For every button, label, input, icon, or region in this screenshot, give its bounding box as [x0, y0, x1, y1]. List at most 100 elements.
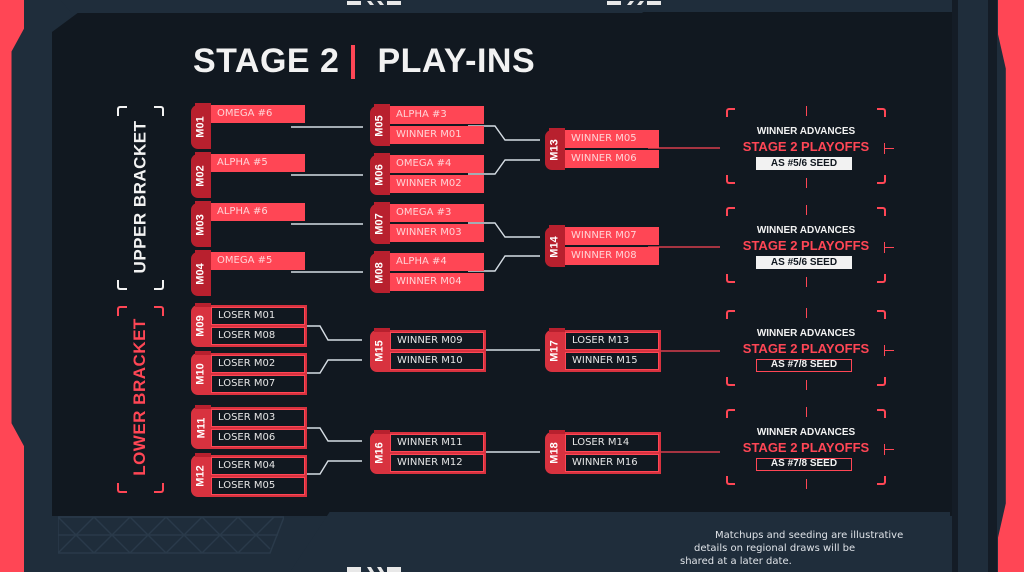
team-slot[interactable]: LOSER M04	[211, 457, 305, 475]
team-slot[interactable]: OMEGA #4	[390, 155, 484, 173]
lower-bracket-label: LOWER BRACKET	[130, 318, 150, 476]
match-id-tag: M16	[370, 430, 390, 474]
match-id-tag: M17	[545, 328, 565, 372]
match-m05[interactable]: M05 ALPHA #3 WINNER M01	[370, 104, 484, 146]
match-id-tag: M13	[545, 128, 565, 170]
team-slot[interactable]: WINNER M06	[565, 150, 659, 168]
team-slot[interactable]: WINNER M12	[390, 454, 484, 472]
match-id-tag: M15	[370, 328, 390, 372]
upper-corner-tr	[154, 106, 164, 116]
lower-corner-br	[154, 483, 164, 493]
team-slot[interactable]: WINNER M16	[565, 454, 659, 472]
team-slot[interactable]: OMEGA #5	[211, 252, 305, 270]
playoffs-text: STAGE 2 PLAYOFFS	[742, 238, 870, 253]
team-slot[interactable]: LOSER M08	[211, 327, 305, 345]
match-m06[interactable]: M06 OMEGA #4 WINNER M02	[370, 153, 484, 195]
upper-bracket-label: UPPER BRACKET	[130, 120, 149, 274]
team-slot[interactable]: LOSER M01	[211, 307, 305, 325]
winner-advances-text: WINNER ADVANCES	[756, 126, 856, 137]
upper-corner-tl	[117, 106, 127, 116]
team-slot[interactable]: ALPHA #5	[211, 154, 305, 172]
team-slot[interactable]: WINNER M05	[565, 130, 659, 148]
seed-badge: AS #5/6 SEED	[756, 256, 852, 269]
advance-box-3: WINNER ADVANCES STAGE 2 PLAYOFFS AS #7/8…	[726, 308, 894, 390]
match-id-tag: M18	[545, 430, 565, 474]
team-slot[interactable]: WINNER M04	[390, 273, 484, 291]
match-id-tag: M02	[191, 152, 211, 198]
match-m04[interactable]: M04 OMEGA #5	[191, 250, 305, 296]
match-id-tag: M05	[370, 104, 390, 146]
match-id-tag: M11	[191, 405, 211, 449]
match-m08[interactable]: M08 ALPHA #4 WINNER M04	[370, 251, 484, 293]
seed-badge: AS #7/8 SEED	[756, 458, 852, 471]
match-id-tag: M09	[191, 303, 211, 347]
top-slash-marks	[347, 1, 401, 5]
playoffs-text: STAGE 2 PLAYOFFS	[742, 440, 870, 455]
team-slot[interactable]: WINNER M09	[390, 332, 484, 350]
right-frame-strip	[958, 0, 988, 572]
lower-corner-tr	[154, 306, 164, 316]
team-slot[interactable]: WINNER M15	[565, 352, 659, 370]
team-slot[interactable]: WINNER M01	[390, 126, 484, 144]
team-slot[interactable]: WINNER M11	[390, 434, 484, 452]
match-id-tag: M06	[370, 153, 390, 195]
team-slot[interactable]: OMEGA #3	[390, 204, 484, 222]
team-slot[interactable]: LOSER M14	[565, 434, 659, 452]
team-slot[interactable]: LOSER M07	[211, 375, 305, 393]
page-title: STAGE 2 PLAY-INS	[193, 42, 535, 81]
team-slot[interactable]: ALPHA #3	[390, 106, 484, 124]
team-slot[interactable]: LOSER M02	[211, 355, 305, 373]
team-slot[interactable]: LOSER M05	[211, 477, 305, 495]
team-slot[interactable]: ALPHA #4	[390, 253, 484, 271]
match-id-tag: M08	[370, 251, 390, 293]
winner-advances-text: WINNER ADVANCES	[756, 427, 856, 438]
match-id-tag: M14	[545, 225, 565, 267]
match-m03[interactable]: M03 ALPHA #6	[191, 201, 305, 247]
upper-corner-bl	[117, 280, 127, 290]
triangle-pattern-decoration	[58, 516, 284, 554]
upper-corner-br	[154, 280, 164, 290]
team-slot[interactable]: WINNER M10	[390, 352, 484, 370]
match-id-tag: M01	[191, 103, 211, 149]
top-slash-marks-right	[607, 1, 661, 5]
team-slot[interactable]: LOSER M03	[211, 409, 305, 427]
playoffs-text: STAGE 2 PLAYOFFS	[742, 139, 870, 154]
seed-badge: AS #7/8 SEED	[756, 359, 852, 372]
match-id-tag: M03	[191, 201, 211, 247]
match-m01[interactable]: M01 OMEGA #6	[191, 103, 305, 149]
team-slot[interactable]: ALPHA #6	[211, 203, 305, 221]
advance-box-1: WINNER ADVANCES STAGE 2 PLAYOFFS AS #5/6…	[726, 106, 894, 188]
match-id-tag: M10	[191, 351, 211, 395]
lower-corner-tl	[117, 306, 127, 316]
match-m02[interactable]: M02 ALPHA #5	[191, 152, 305, 198]
team-slot[interactable]: LOSER M13	[565, 332, 659, 350]
seed-badge: AS #5/6 SEED	[756, 157, 852, 170]
match-id-tag: M04	[191, 250, 211, 296]
team-slot[interactable]: WINNER M08	[565, 247, 659, 265]
team-slot[interactable]: LOSER M06	[211, 429, 305, 447]
team-slot[interactable]: WINNER M03	[390, 224, 484, 242]
winner-advances-text: WINNER ADVANCES	[756, 328, 856, 339]
bottom-divider	[52, 506, 952, 516]
bottom-frame-bar	[290, 512, 950, 572]
title-playins: PLAY-INS	[377, 42, 536, 80]
team-slot[interactable]: WINNER M02	[390, 175, 484, 193]
team-slot[interactable]: OMEGA #6	[211, 105, 305, 123]
disclaimer-footnote: Matchups and seeding are illustrative de…	[680, 530, 904, 567]
playoffs-text: STAGE 2 PLAYOFFS	[742, 341, 870, 356]
team-slot[interactable]: WINNER M07	[565, 227, 659, 245]
top-notch-decoration	[60, 0, 660, 13]
advance-box-2: WINNER ADVANCES STAGE 2 PLAYOFFS AS #5/6…	[726, 205, 894, 287]
winner-advances-text: WINNER ADVANCES	[756, 225, 856, 236]
